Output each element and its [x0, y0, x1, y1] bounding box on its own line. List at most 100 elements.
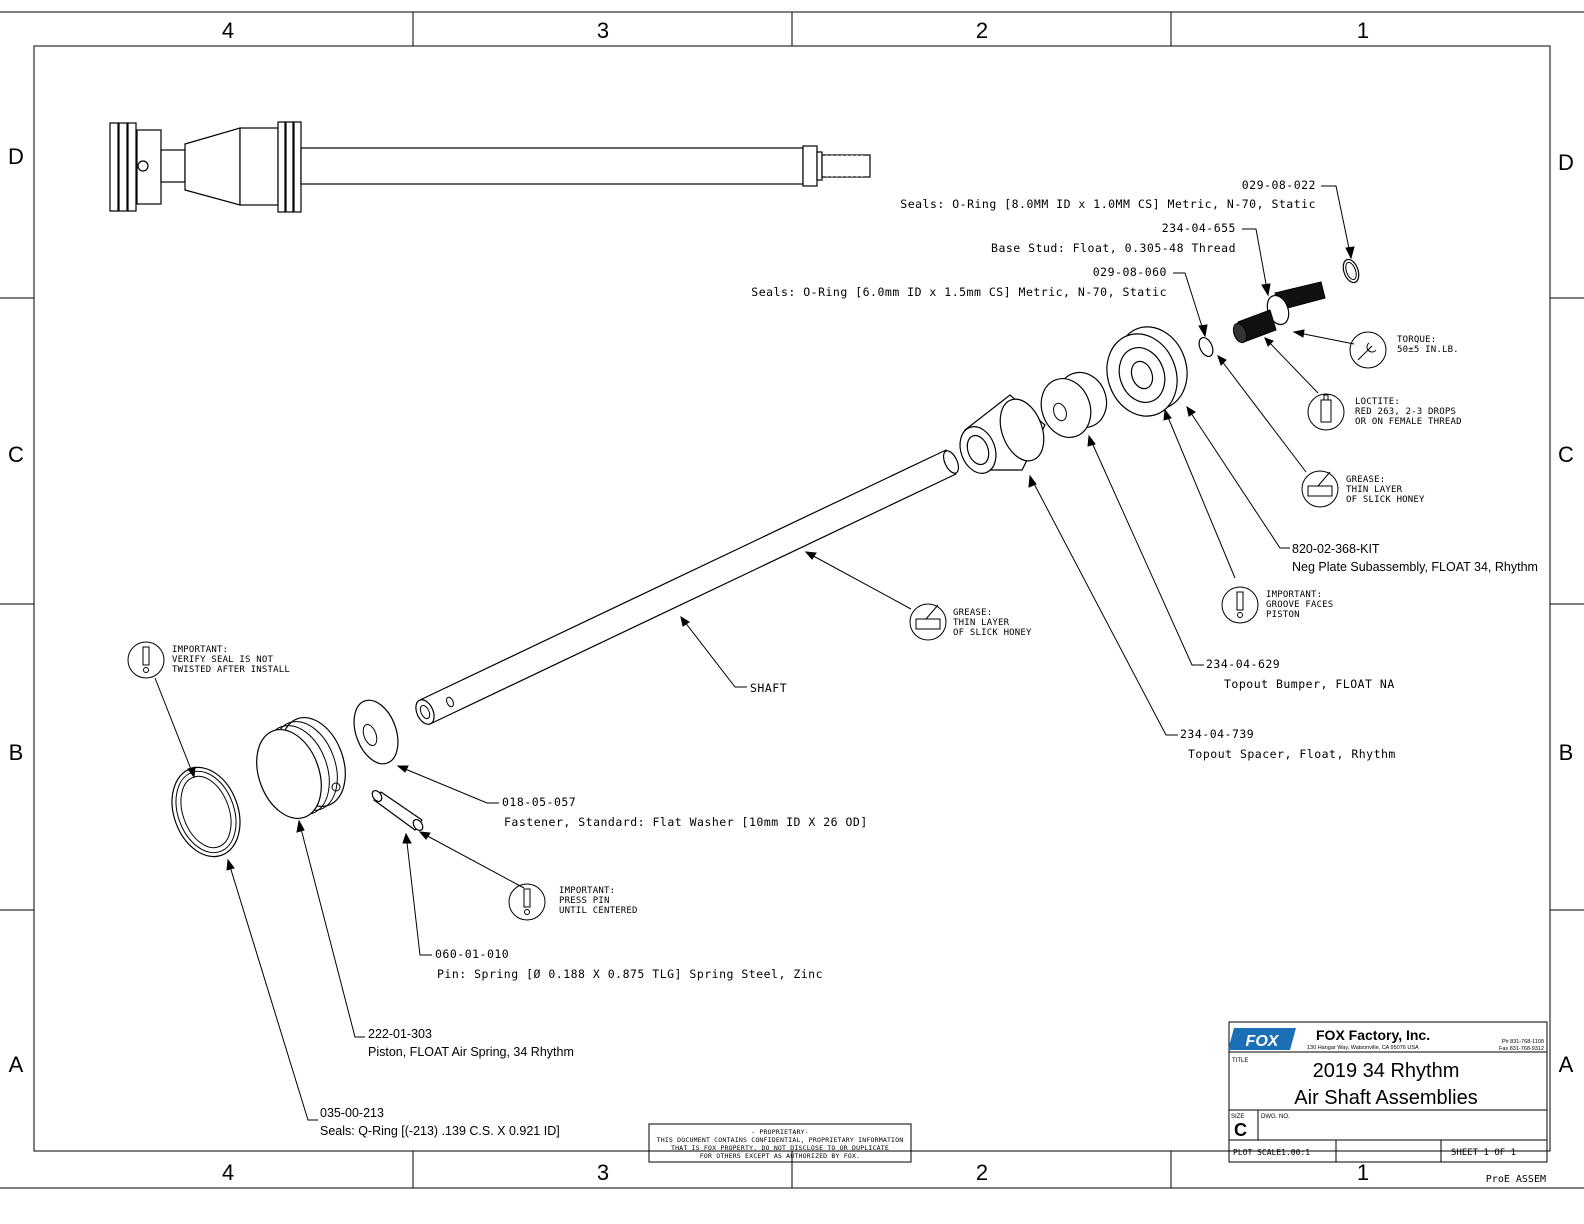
- proprietary-notice: - PROPRIETARY- THIS DOCUMENT CONTAINS CO…: [648, 1123, 912, 1163]
- torque-note-line1: TORQUE:: [1397, 335, 1436, 345]
- callout-820-02-368-kit-number: 820-02-368-KIT: [1292, 542, 1380, 556]
- shaft: [415, 449, 960, 725]
- sheet-frame: [0, 11, 1584, 1189]
- important-seal-line3: TWISTED AFTER INSTALL: [172, 665, 290, 675]
- callout-018-05-057-desc: Fastener, Standard: Flat Washer [10mm ID…: [504, 815, 868, 829]
- q-ring: [171, 766, 241, 858]
- topout-spacer: [959, 394, 1046, 474]
- zone-bottom-3: 3: [597, 1160, 609, 1185]
- zone-left-a: A: [9, 1052, 24, 1077]
- grease-icon: [909, 603, 947, 641]
- important-groove-line1: IMPORTANT:: [1266, 590, 1322, 600]
- zone-right-c: C: [1558, 442, 1574, 467]
- zone-left-b: B: [9, 740, 24, 765]
- zone-left-d: D: [8, 144, 24, 169]
- company-name: FOX Factory, Inc.: [1316, 1027, 1430, 1043]
- important-groove-line2: GROOVE FACES: [1266, 600, 1333, 610]
- proe-assem: ProE ASSEM: [1486, 1174, 1546, 1185]
- torque-note-line2: 50±5 IN.LB.: [1397, 345, 1459, 355]
- important-groove-line3: PISTON: [1266, 610, 1300, 620]
- fox-logo: FOX: [1228, 1028, 1296, 1050]
- grease-plate-note-line3: OF SLICK HONEY: [1346, 495, 1425, 505]
- zone-bottom-1: 1: [1357, 1160, 1369, 1185]
- grease-plate-note-line2: THIN LAYER: [1346, 485, 1403, 495]
- size-value: C: [1234, 1120, 1247, 1140]
- proprietary-line2: THIS DOCUMENT CONTAINS CONFIDENTIAL, PRO…: [657, 1136, 904, 1144]
- zone-right-a: A: [1559, 1052, 1574, 1077]
- proprietary-line3: THAT IS FOX PROPERTY. DO NOT DISCLOSE TO…: [671, 1144, 889, 1152]
- grease-shaft-note-line2: THIN LAYER: [953, 618, 1010, 628]
- important-pin-line3: UNTIL CENTERED: [559, 906, 638, 916]
- important-seal-line2: VERIFY SEAL IS NOT: [172, 655, 274, 665]
- title-label: TITLE: [1232, 1058, 1248, 1064]
- important-icon: [127, 641, 165, 679]
- callout-029-08-060-number: 029-08-060: [1093, 265, 1167, 279]
- zone-bottom-2: 2: [976, 1160, 988, 1185]
- topout-bumper: [1040, 371, 1108, 438]
- important-seal-line1: IMPORTANT:: [172, 645, 228, 655]
- callout-222-01-303-desc: Piston, FLOAT Air Spring, 34 Rhythm: [368, 1045, 574, 1059]
- callout-234-04-629-desc: Topout Bumper, FLOAT NA: [1224, 677, 1395, 691]
- zone-left-c: C: [8, 442, 24, 467]
- callout-820-02-368-kit-desc: Neg Plate Subassembly, FLOAT 34, Rhythm: [1292, 560, 1538, 574]
- callout-234-04-739-number: 234-04-739: [1180, 727, 1254, 741]
- important-pin-line2: PRESS PIN: [559, 896, 610, 906]
- callout-222-01-303-number: 222-01-303: [368, 1027, 432, 1041]
- callout-060-01-010-number: 060-01-010: [435, 947, 509, 961]
- callout-035-00-213-number: 035-00-213: [320, 1106, 384, 1120]
- important-pin-line1: IMPORTANT:: [559, 886, 615, 896]
- svg-text:FOX: FOX: [1246, 1033, 1280, 1050]
- dwg-no-label: DWG. NO.: [1261, 1114, 1290, 1120]
- spring-pin: [371, 789, 424, 832]
- grease-icon: [1301, 470, 1339, 508]
- grease-plate-note-line1: GREASE:: [1346, 475, 1385, 485]
- loctite-note-line2: RED 263, 2-3 DROPS: [1355, 407, 1456, 417]
- company-fax: Fax 831-768-9312: [1499, 1046, 1544, 1052]
- proprietary-line4: FOR OTHERS EXCEPT AS AUTHORIZED BY FOX.: [700, 1152, 860, 1160]
- grease-shaft-note-line1: GREASE:: [953, 608, 992, 618]
- zone-right-b: B: [1559, 740, 1574, 765]
- piston: [256, 716, 346, 820]
- loctite-icon: [1307, 393, 1345, 431]
- shaft-label: SHAFT: [750, 681, 787, 695]
- loctite-note-line1: LOCTITE:: [1355, 397, 1400, 407]
- size-label: SIZE: [1231, 1114, 1244, 1120]
- plot-scale: PLOT SCALE1.00:1: [1233, 1148, 1310, 1157]
- callout-234-04-655-number: 234-04-655: [1162, 221, 1236, 235]
- o-ring-029-08-022: [1342, 258, 1360, 284]
- callout-234-04-629-number: 234-04-629: [1206, 657, 1280, 671]
- callout-029-08-022-number: 029-08-022: [1242, 178, 1316, 192]
- callout-018-05-057-number: 018-05-057: [502, 795, 576, 809]
- callouts: 029-08-022 Seals: O-Ring [8.0MM ID x 1.0…: [320, 178, 1538, 1138]
- assembled-air-shaft: [109, 121, 871, 213]
- important-icon: [1221, 586, 1259, 624]
- company-phone: Ph 831-768-1100: [1502, 1039, 1544, 1045]
- callout-029-08-060-desc: Seals: O-Ring [6.0mm ID x 1.5mm CS] Metr…: [751, 285, 1167, 299]
- proprietary-line1: - PROPRIETARY-: [751, 1128, 809, 1136]
- exploded-parts: [171, 258, 1360, 858]
- zone-right-d: D: [1558, 150, 1574, 175]
- callout-234-04-739-desc: Topout Spacer, Float, Rhythm: [1188, 747, 1396, 761]
- sheet-number: SHEET 1 OF 1: [1451, 1148, 1516, 1158]
- flat-washer: [353, 699, 399, 765]
- callout-035-00-213-desc: Seals: Q-Ring [(-213) .139 C.S. X 0.921 …: [320, 1124, 560, 1138]
- drawing-title-line1: 2019 34 Rhythm: [1313, 1060, 1460, 1082]
- note-symbols: TORQUE: 50±5 IN.LB. LOCTITE: RED 263, 2-…: [127, 331, 1462, 921]
- neg-plate: [1106, 326, 1188, 417]
- loctite-note-line3: OR ON FEMALE THREAD: [1355, 417, 1462, 427]
- callout-234-04-655-desc: Base Stud: Float, 0.305-48 Thread: [991, 241, 1236, 255]
- company-address: 130 Hangar Way, Watsonville, CA 95076 US…: [1307, 1045, 1419, 1051]
- wrench-icon: [1349, 331, 1387, 369]
- drawing-title-line2: Air Shaft Assemblies: [1294, 1087, 1477, 1109]
- important-icon: [508, 883, 546, 921]
- zone-labels: 4 3 2 1 4 3 2 1 D C B A D C B A: [8, 18, 1574, 1185]
- leader-lines: [154, 185, 1355, 1121]
- callout-060-01-010-desc: Pin: Spring [Ø 0.188 X 0.875 TLG] Spring…: [437, 967, 823, 981]
- grease-shaft-note-line3: OF SLICK HONEY: [953, 628, 1032, 638]
- callout-029-08-022-desc: Seals: O-Ring [8.0MM ID x 1.0MM CS] Metr…: [900, 197, 1316, 211]
- zone-bottom-4: 4: [222, 1160, 234, 1185]
- zone-top-4: 4: [222, 18, 234, 43]
- title-block: FOX FOX Factory, Inc. 130 Hangar Way, Wa…: [1228, 1021, 1548, 1185]
- zone-top-1: 1: [1357, 18, 1369, 43]
